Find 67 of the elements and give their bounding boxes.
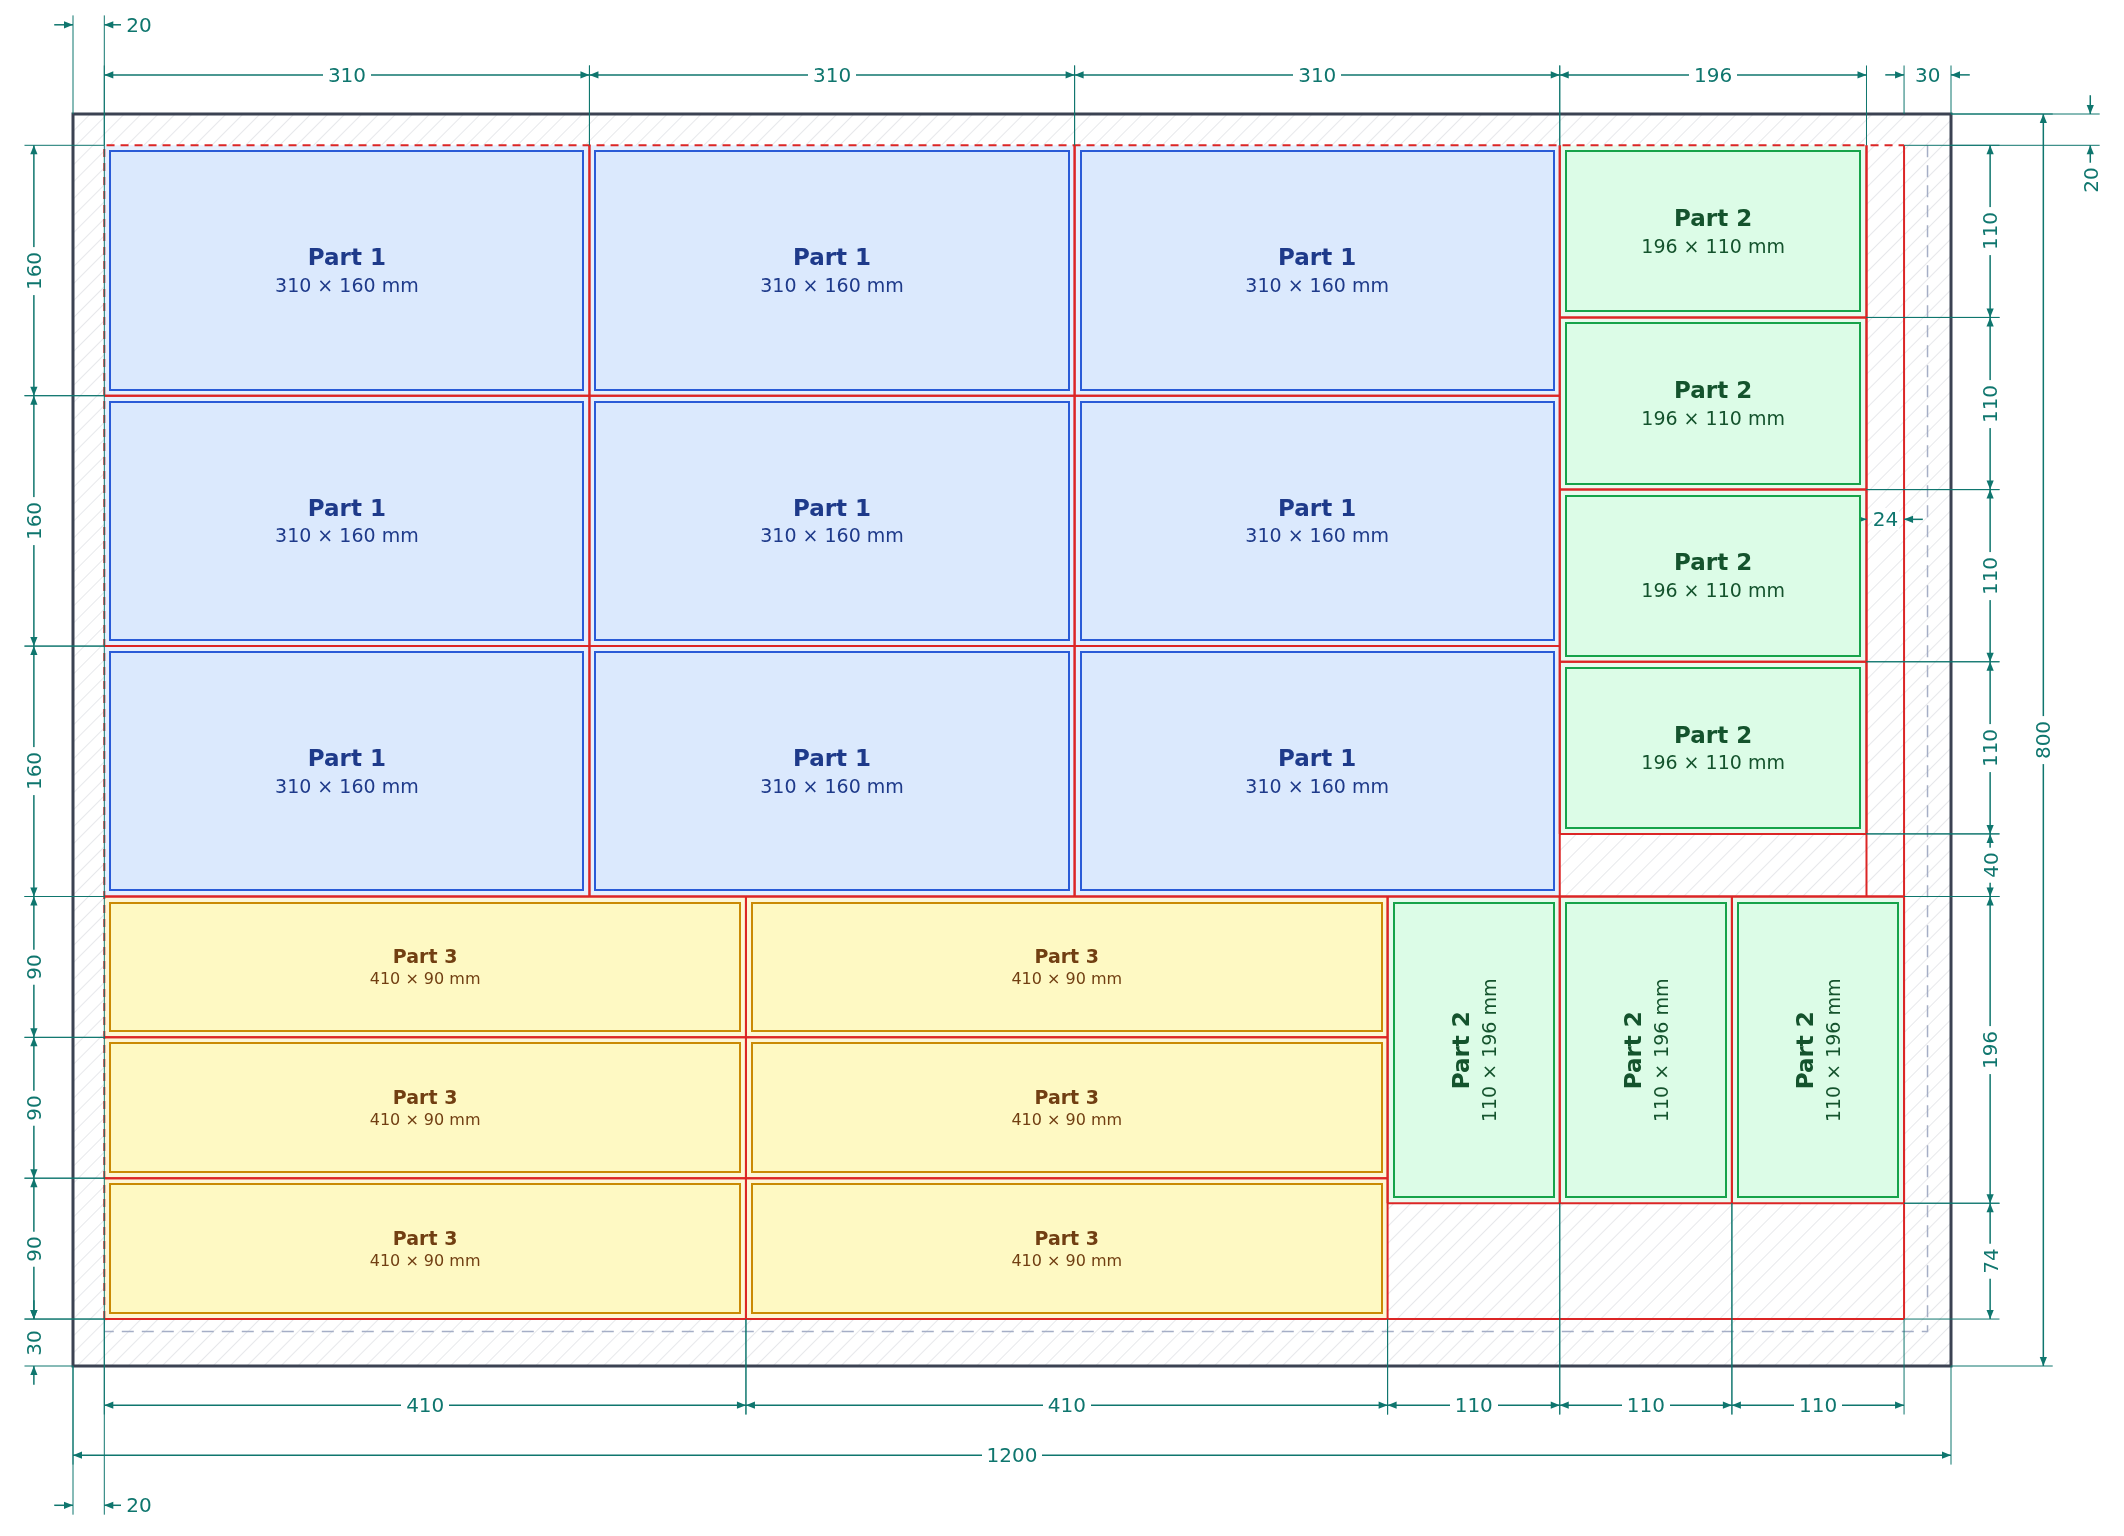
part-name: Part 1: [792, 744, 872, 773]
part-box: [1564, 901, 1727, 1199]
part-name: Part 1: [307, 493, 386, 523]
part-box: [1564, 150, 1862, 313]
part-size: 410 × 90 mm: [1011, 1250, 1123, 1272]
part-name: Part 3: [1034, 1085, 1099, 1110]
part-size: 310 × 160 mm: [275, 523, 419, 549]
part-name: Part 1: [1278, 243, 1357, 273]
part-name: Part 1: [307, 243, 386, 273]
part-size: 196 × 110 mm: [1641, 750, 1785, 776]
part-box: [109, 400, 585, 642]
part-size: 310 × 160 mm: [275, 773, 419, 799]
part-box: [750, 1042, 1383, 1174]
part-name: Part 3: [1034, 1225, 1099, 1251]
part-name: Part 1: [792, 493, 872, 523]
part-name: Part 1: [1278, 493, 1357, 523]
part-size: 310 × 160 mm: [760, 523, 904, 549]
part-name: Part 1: [1278, 744, 1357, 773]
part-box: [1079, 651, 1555, 892]
part-name: Part 3: [392, 1225, 458, 1251]
part-name: Part 2: [1790, 1010, 1819, 1089]
part-size: 410 × 90 mm: [1011, 1109, 1123, 1131]
part-size: 410 × 90 mm: [1011, 968, 1123, 990]
part-box: [594, 400, 1070, 642]
part-box: [109, 1183, 741, 1315]
part-size: 410 × 90 mm: [369, 1250, 481, 1272]
part-name: Part 2: [1674, 720, 1753, 750]
part-name: Part 2: [1618, 1010, 1647, 1089]
part-size: 310 × 160 mm: [1245, 773, 1389, 799]
part-size: 196 × 110 mm: [1641, 406, 1785, 431]
part-name: Part 1: [307, 744, 386, 773]
part-size: 310 × 160 mm: [275, 273, 419, 298]
part-name: Part 2: [1674, 376, 1753, 406]
part-size: 110 × 196 mm: [1820, 978, 1845, 1122]
part-box: [1564, 666, 1862, 829]
part-size: 310 × 160 mm: [1245, 523, 1389, 549]
part-box: [750, 901, 1383, 1033]
dimension-label: 24: [1871, 508, 1900, 531]
part-box: [1564, 322, 1862, 485]
part-box: [594, 150, 1070, 391]
part-name: Part 2: [1446, 1010, 1475, 1089]
part-box: [594, 651, 1070, 892]
part-size: 410 × 90 mm: [369, 968, 481, 990]
part-name: Part 3: [392, 1085, 458, 1110]
part-box: [750, 1183, 1383, 1315]
part-box: [109, 651, 585, 892]
part-name: Part 2: [1674, 548, 1753, 578]
part-name: Part 3: [392, 944, 458, 969]
part-size: 110 × 196 mm: [1648, 978, 1673, 1122]
part-size: 196 × 110 mm: [1641, 578, 1785, 603]
part-box: [109, 150, 585, 391]
part-size: 310 × 160 mm: [1245, 273, 1389, 298]
part-box: [1564, 494, 1862, 657]
part-size: 310 × 160 mm: [760, 273, 904, 298]
part-size: 410 × 90 mm: [369, 1109, 481, 1131]
part-size: 110 × 196 mm: [1476, 978, 1501, 1122]
part-box: [1736, 901, 1900, 1199]
part-box: [1392, 901, 1555, 1199]
part-box: [1079, 150, 1555, 391]
part-name: Part 2: [1674, 204, 1753, 234]
part-size: 196 × 110 mm: [1641, 233, 1785, 259]
part-box: [109, 1042, 741, 1174]
part-name: Part 3: [1034, 944, 1099, 969]
part-name: Part 1: [792, 243, 872, 273]
part-box: [1079, 400, 1555, 642]
part-size: 310 × 160 mm: [760, 773, 904, 799]
part-box: [109, 901, 741, 1033]
